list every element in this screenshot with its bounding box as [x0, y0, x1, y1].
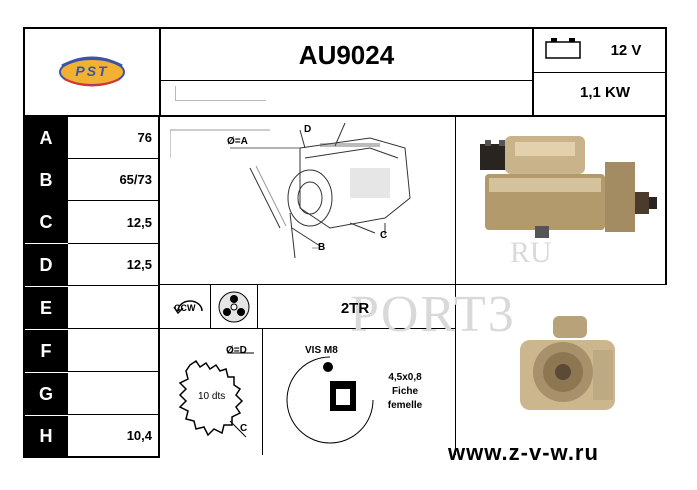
footer-url[interactable]: www.z-v-w.ru	[448, 440, 599, 465]
dim-label-h: H	[24, 416, 68, 456]
starter-technical-drawing: Ø=A D C B	[169, 118, 450, 278]
rotation-direction: CCW	[174, 303, 196, 313]
dim-label-f: F	[24, 330, 68, 372]
battery-icon	[545, 37, 581, 59]
dim-label-g: G	[24, 373, 68, 415]
row-divider	[68, 200, 159, 201]
watermark-port: PORT3	[350, 286, 516, 343]
starter-front-photo	[515, 310, 625, 418]
dim-label-a: A	[24, 117, 68, 159]
dim-value-d: 12,5	[126, 257, 152, 272]
dim-value-h: 10,4	[126, 428, 152, 443]
ccw-divider	[210, 284, 211, 328]
frame-bottom	[23, 456, 158, 458]
rotation-row-bottom	[158, 328, 455, 329]
frame-right	[665, 27, 667, 285]
logo-text: PST	[75, 63, 109, 79]
plug-type-line2: femelle	[387, 400, 423, 411]
dim-label-d: D	[24, 244, 68, 286]
watermark-ru: RU	[510, 236, 552, 269]
drawing-bottom	[158, 284, 667, 285]
header-title-underline	[159, 80, 534, 81]
drawing-label-c: C	[380, 230, 388, 241]
row-divider	[68, 243, 159, 244]
brand-logo: PST	[56, 52, 128, 90]
row-divider	[68, 371, 159, 372]
flange-divider	[257, 284, 258, 328]
row-divider	[68, 414, 159, 415]
plug-type-line1: Fiche	[391, 386, 419, 397]
drawing-photo-divider	[455, 115, 456, 455]
dim-label-b: B	[24, 159, 68, 201]
title-guide	[175, 86, 266, 101]
rotation-ccw-icon: CCW	[172, 295, 208, 321]
starter-motor-photo	[475, 122, 660, 242]
voltage-value: 12 V	[610, 42, 642, 59]
plug-size: 4,5x0,8	[388, 372, 422, 383]
pinion-divider	[262, 328, 263, 455]
mounting-flange-icon	[218, 291, 250, 323]
header-spec-divider	[532, 72, 667, 73]
part-number-title: AU9024	[298, 40, 395, 70]
dim-label-c: C	[24, 201, 68, 243]
drawing-label-d: D	[304, 124, 312, 135]
frame-top	[23, 27, 667, 29]
pinion-teeth-count: 10 dts	[198, 391, 226, 402]
row-divider	[68, 158, 159, 159]
table-value-right	[158, 115, 160, 458]
header-divider-1	[159, 27, 161, 117]
dim-label-e: E	[24, 287, 68, 329]
drawing-label-b: B	[318, 242, 326, 253]
header-bottom	[23, 115, 667, 117]
logo-icon	[59, 56, 125, 87]
row-divider	[68, 285, 159, 286]
power-value: 1,1 KW	[579, 84, 630, 101]
row-divider	[68, 328, 159, 329]
pinion-gear-drawing: Ø=D 10 dts C	[170, 345, 260, 445]
drawing-label-diameter-a: Ø=A	[227, 136, 248, 147]
terminal-screw: VIS M8	[305, 345, 338, 356]
dim-value-a: 76	[137, 130, 152, 145]
pinion-c: C	[240, 423, 248, 434]
dim-value-b: 65/73	[119, 172, 152, 187]
connector-drawing	[285, 355, 375, 445]
mount-type: 2TR	[340, 300, 370, 317]
pinion-diameter: Ø=D	[226, 345, 247, 356]
dim-value-c: 12,5	[126, 215, 152, 230]
